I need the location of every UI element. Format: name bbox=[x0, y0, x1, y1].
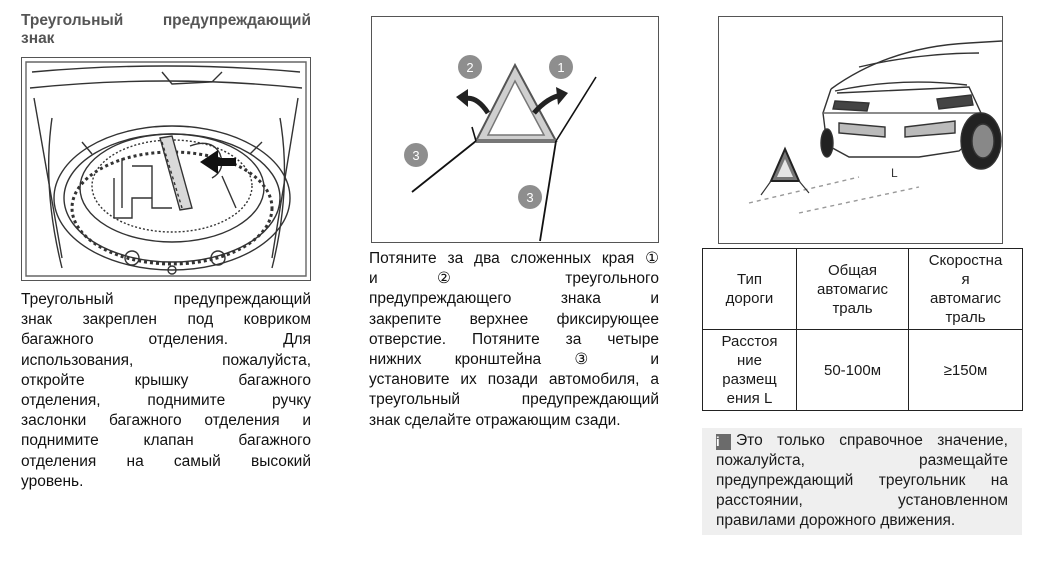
table-cell-distance-label: Расстоя ние размещ ения L bbox=[702, 329, 797, 411]
text-line: и ② треугольного bbox=[369, 270, 659, 288]
note-line: пожалуйста, размещайте bbox=[716, 452, 1008, 469]
text-line: знак сделайте отражающим сзади. bbox=[369, 411, 621, 429]
cell-line: траль bbox=[832, 299, 873, 317]
text-line: поднимите клапан багажного bbox=[21, 432, 311, 450]
text-line: треугольный предупреждающий bbox=[369, 391, 659, 409]
text-line: откройте крышку багажного bbox=[21, 371, 311, 389]
text-line: заслонки багажного отделения и bbox=[21, 412, 311, 430]
cell-line: ние bbox=[736, 352, 762, 369]
marker-3b-icon: 3 bbox=[518, 185, 542, 209]
text-line: отделения на самый высокий bbox=[21, 452, 311, 470]
car-placement-figure: L bbox=[718, 16, 1003, 244]
marker-2-icon: 2 bbox=[458, 55, 482, 79]
text-line: закрепите верхнее фиксирующее bbox=[369, 310, 659, 328]
svg-text:2: 2 bbox=[466, 60, 473, 75]
section-title: Треугольный предупреждающий знак bbox=[21, 12, 311, 48]
cell-line: размещ bbox=[722, 371, 777, 388]
text-line: использования, пожалуйста, bbox=[21, 351, 311, 369]
triangle-unfold-figure: 2 1 3 3 bbox=[371, 16, 659, 243]
cell-line: автомагис bbox=[929, 290, 1002, 307]
cell-line: дороги bbox=[725, 290, 774, 307]
text-line: установите их позади автомобиля, а bbox=[369, 371, 659, 389]
svg-text:1: 1 bbox=[557, 60, 564, 75]
cell-line: автомагис bbox=[816, 280, 889, 298]
text-line: отверстие. Потяните за четыре bbox=[369, 330, 659, 348]
distance-table: Тип дороги Общая автомагис траль Скорост… bbox=[702, 248, 1023, 411]
table-cell-road-type-header: Тип дороги bbox=[702, 248, 797, 330]
cell-line: Расстоя bbox=[721, 333, 778, 350]
section-title-line-1: Треугольный предупреждающий bbox=[21, 12, 311, 29]
cell-line: Скоростна bbox=[928, 252, 1003, 269]
cell-line: я bbox=[961, 271, 970, 288]
trunk-spare-tire-illustration bbox=[25, 61, 307, 277]
cell-line: Общая bbox=[827, 261, 878, 279]
table-cell-highway-header: Общая автомагис траль bbox=[796, 248, 909, 330]
text-line: багажного отделения. Для bbox=[21, 331, 311, 349]
note-line: расстоянии, установленном bbox=[716, 492, 1008, 509]
marker-1-icon: 1 bbox=[549, 55, 573, 79]
cell-line: Тип bbox=[736, 271, 762, 288]
text-line: нижних кронштейна ③ и bbox=[369, 351, 659, 369]
info-icon: i bbox=[716, 434, 731, 450]
note-line: i Это только справочное значение, bbox=[716, 431, 1008, 451]
marker-3a-icon: 3 bbox=[404, 143, 428, 167]
table-row: Расстоя ние размещ ения L 50-100м ≥150м bbox=[702, 329, 1023, 411]
cell-line: траль bbox=[945, 309, 986, 326]
section-title-line-2: знак bbox=[21, 30, 55, 47]
note-text: Это только справочное значение, bbox=[736, 432, 1008, 449]
text-line: предупреждающего знака и bbox=[369, 290, 659, 308]
table-cell-expressway-header: Скоростна я автомагис траль bbox=[908, 248, 1023, 330]
table-header-row: Тип дороги Общая автомагис траль Скорост… bbox=[702, 248, 1023, 330]
left-description: Треугольный предупреждающий знак закрепл… bbox=[21, 290, 311, 492]
svg-text:3: 3 bbox=[526, 190, 533, 205]
text-line: уровень. bbox=[21, 472, 84, 490]
triangle-unfold-illustration: 2 1 3 3 bbox=[404, 55, 597, 242]
pointer-arrow-icon bbox=[200, 150, 236, 174]
text-line: Потяните за два сложенных края ① bbox=[369, 250, 659, 267]
table-cell-expressway-distance: ≥150м bbox=[908, 329, 1023, 411]
note-line: правилами дорожного движения. bbox=[716, 512, 956, 529]
text-line: отделения, поднимите ручку bbox=[21, 392, 311, 410]
table-cell-highway-distance: 50-100м bbox=[796, 329, 909, 411]
svg-text:3: 3 bbox=[412, 148, 419, 163]
distance-label: L bbox=[891, 166, 898, 180]
middle-description: Потяните за два сложенных края ① и ② тре… bbox=[369, 249, 659, 431]
text-line: Треугольный предупреждающий bbox=[21, 291, 311, 308]
trunk-figure bbox=[21, 57, 311, 281]
reference-note: i Это только справочное значение, пожалуй… bbox=[702, 428, 1022, 535]
cell-line: ения L bbox=[726, 390, 773, 407]
car-with-triangle-illustration: L bbox=[748, 40, 1003, 214]
text-line: знак закреплен под ковриком bbox=[21, 311, 311, 329]
note-line: предупреждающий треугольник на bbox=[716, 472, 1008, 489]
